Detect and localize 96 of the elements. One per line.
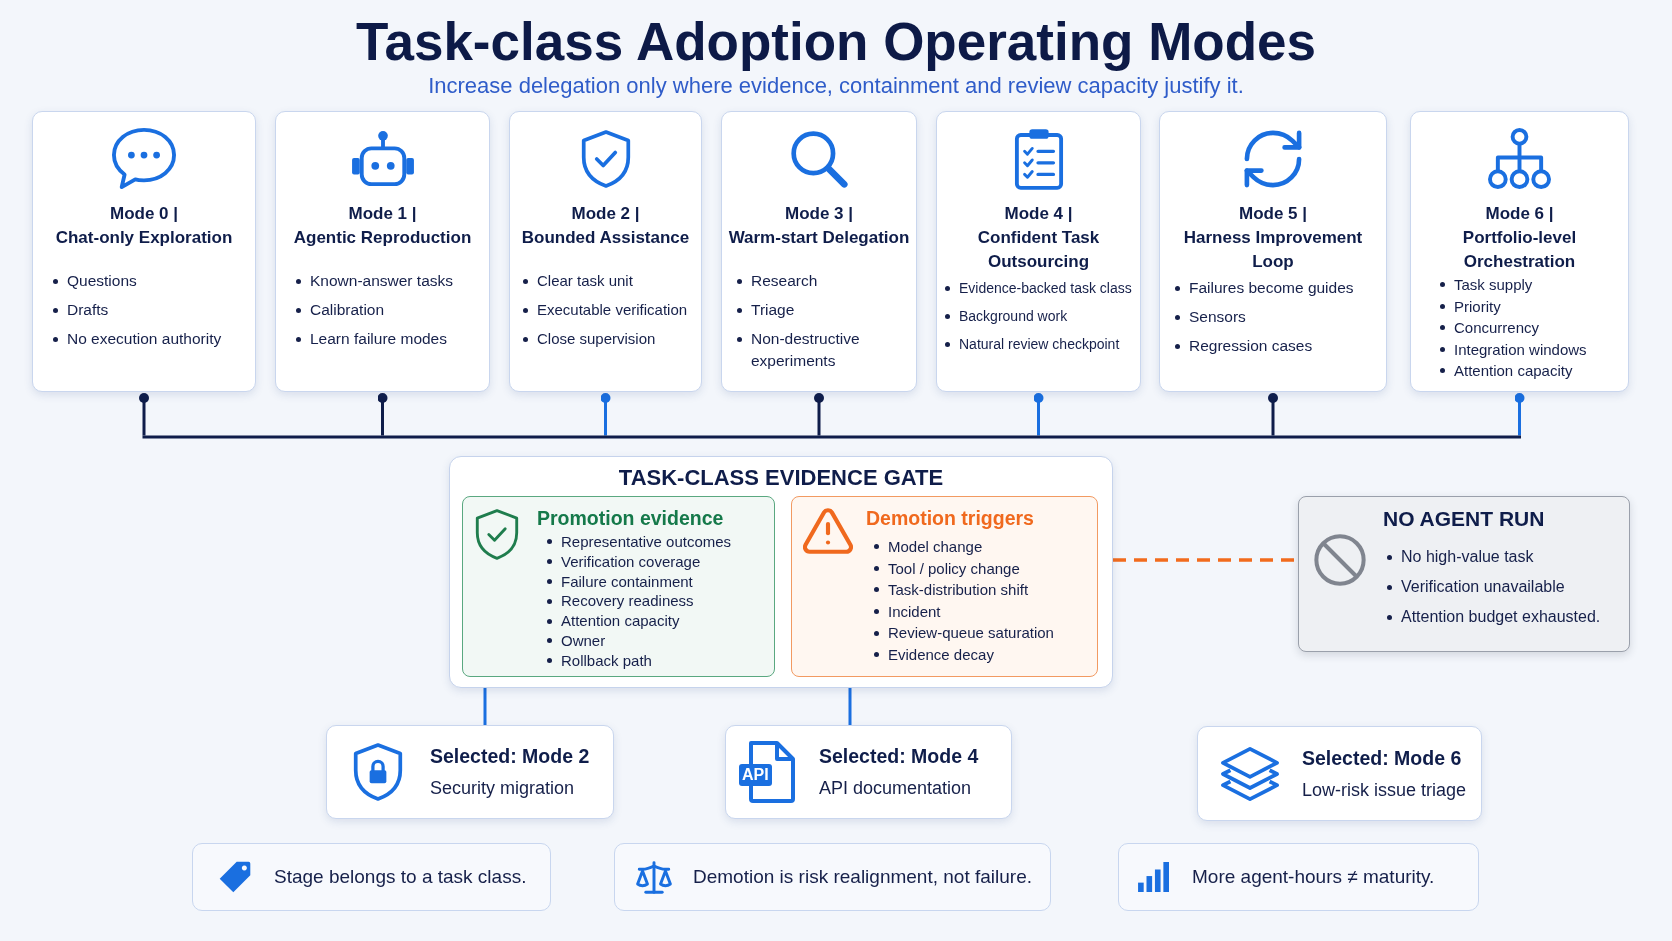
selection-heading: Selected: Mode 6 <box>1302 745 1462 771</box>
mode-number: Mode 2 | <box>571 203 640 225</box>
mode-number: Mode 1 | <box>348 203 417 225</box>
bullet-item: Non-destructive experiments <box>735 328 916 372</box>
bullet-item: Concurrency <box>1438 317 1540 339</box>
note-text: Demotion is risk realignment, not failure. <box>693 865 1032 889</box>
bullet-item: Failures become guides <box>1173 277 1354 299</box>
connector-line <box>377 393 388 436</box>
bullet-item: Incident <box>872 600 941 623</box>
bullet-item: Calibration <box>294 299 385 321</box>
mode-number: Mode 3 | <box>784 203 853 225</box>
selection-card <box>1197 726 1482 821</box>
bullet-item: No high-value task <box>1385 546 1534 568</box>
connector-line <box>483 688 487 725</box>
bullet-item: Research <box>735 270 818 292</box>
connector-line <box>600 393 611 436</box>
connector-line <box>1268 393 1278 436</box>
bullet-item: Tool / policy change <box>872 557 1020 580</box>
status-card <box>1298 496 1630 652</box>
bullet-item: Drafts <box>51 299 109 321</box>
evidence-panel <box>462 496 775 677</box>
bullet-item: Model change <box>872 536 983 558</box>
selection-heading: Selected: Mode 2 <box>430 744 590 769</box>
panel-heading: Promotion evidence <box>537 506 724 530</box>
bullet-item: Regression cases <box>1173 335 1313 357</box>
bullet-item: Priority <box>1438 295 1501 317</box>
bullet-item: Close supervision <box>521 328 656 350</box>
selection-heading: Selected: Mode 4 <box>819 744 979 769</box>
bullet-item: Sensors <box>1173 306 1246 328</box>
bullet-item: Integration windows <box>1438 338 1587 360</box>
bullet-item: Evidence-backed task class <box>943 277 1132 299</box>
api-tag: API <box>739 764 772 786</box>
bullet-item: Recovery readiness <box>545 591 694 612</box>
selection-detail: Low-risk issue triage <box>1302 778 1467 802</box>
connector-line <box>1033 393 1044 436</box>
bullet-item: Triage <box>735 299 795 321</box>
selection-card <box>326 725 614 819</box>
connector-line <box>814 393 824 436</box>
bullet-item: Learn failure modes <box>294 328 447 350</box>
trigger-panel <box>791 496 1098 677</box>
bullet-item: Clear task unit <box>521 270 633 292</box>
mode-number: Mode 5 | <box>1238 203 1307 225</box>
mode-card <box>936 111 1141 392</box>
mode-card <box>275 111 490 392</box>
mode-title: Chat-only Exploration <box>55 227 233 249</box>
bullet-item: Natural review checkpoint <box>943 333 1120 355</box>
bullet-item: Task supply <box>1438 274 1533 296</box>
selection-detail: API documentation <box>819 777 972 800</box>
mode-card <box>509 111 702 392</box>
selection-detail: Security migration <box>430 777 575 800</box>
mode-card <box>1159 111 1387 392</box>
status-heading: NO AGENT RUN <box>1383 506 1545 532</box>
bus-line <box>142 435 1521 439</box>
mode-card <box>1410 111 1629 392</box>
bullet-item: Attention budget exhausted. <box>1385 606 1601 628</box>
bullet-item: Evidence decay <box>872 643 994 666</box>
bullet-item: Questions <box>51 270 137 292</box>
note-text: More agent-hours ≠ maturity. <box>1192 865 1435 889</box>
mode-title: Confident Task Outsourcing <box>976 227 1101 273</box>
gate-title: TASK-CLASS EVIDENCE GATE <box>618 464 944 492</box>
bullet-item: Attention capacity <box>545 611 680 631</box>
mode-card <box>32 111 256 392</box>
bullet-item: Verification coverage <box>545 551 701 572</box>
bullet-item: Rollback path <box>545 650 652 671</box>
mode-card <box>721 111 917 392</box>
mode-title: Harness Improvement Loop <box>1182 227 1364 273</box>
bullet-item: Review-queue saturation <box>872 622 1054 644</box>
mode-title: Agentic Reproduction <box>293 227 472 249</box>
subtitle: Increase delegation only where evidence, containment and review capacity justify it. <box>428 72 1244 100</box>
bullet-item: Attention capacity <box>1438 360 1573 382</box>
connector-line <box>1514 393 1525 436</box>
mode-number: Mode 0 | <box>109 203 178 225</box>
note-card <box>1118 843 1479 911</box>
note-card <box>614 843 1051 911</box>
title: Task-class Adoption Operating Modes <box>356 11 1316 73</box>
bullet-item: Owner <box>545 631 606 651</box>
connector-line <box>139 393 149 436</box>
gate-panel <box>449 456 1113 688</box>
connector-line <box>848 688 852 725</box>
note-card <box>192 843 551 911</box>
mode-title: Warm-start Delegation <box>728 227 910 249</box>
mode-title: Bounded Assistance <box>521 227 690 249</box>
bullet-item: No execution authority <box>51 328 222 350</box>
mode-number: Mode 4 | <box>1004 203 1073 225</box>
bullet-item: Task-distribution shift <box>872 579 1029 601</box>
mode-title: Portfolio-level Orchestration <box>1461 227 1578 273</box>
bullet-item: Representative outcomes <box>545 532 732 552</box>
bullet-item: Background work <box>943 305 1068 327</box>
bullet-item: Failure containment <box>545 571 693 592</box>
mode-number: Mode 6 | <box>1485 203 1554 225</box>
note-text: Stage belongs to a task class. <box>274 865 527 889</box>
panel-heading: Demotion triggers <box>866 506 1034 530</box>
bullet-item: Verification unavailable <box>1385 576 1565 598</box>
bullet-item: Known-answer tasks <box>294 270 453 292</box>
bullet-item: Executable verification <box>521 299 688 321</box>
selection-card <box>725 725 1012 819</box>
